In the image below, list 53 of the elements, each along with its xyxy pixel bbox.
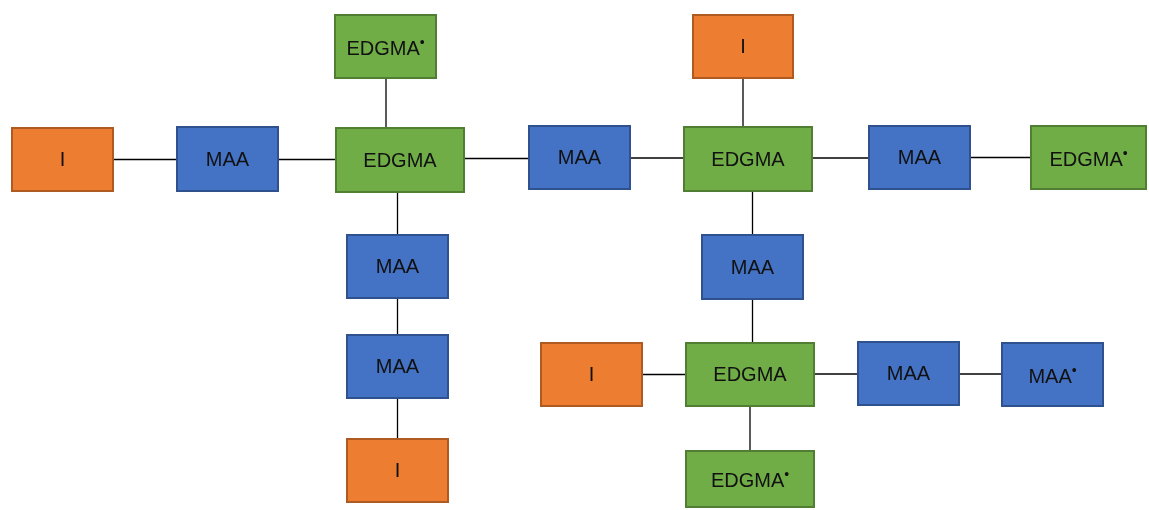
unit-label: I [59,148,66,171]
connector-line [751,191,754,235]
unit-box [701,234,804,300]
connector-line [113,158,177,161]
unit-label: EDGMA [363,148,437,172]
unit-box [334,14,437,79]
unit-label: EDGMA [713,363,787,386]
connector-line [396,298,399,335]
connector-line [742,78,744,127]
unit-box [528,125,631,190]
unit-box [1030,125,1147,190]
unit-box [346,438,449,503]
unit-label: MAA [205,147,250,171]
unit-label: EDGMA$^{•}$ [346,33,425,60]
connector-line [396,398,399,439]
unit-box [11,127,114,192]
unit-label: MAA$^{•}$ [1028,361,1077,388]
unit-label: I [394,459,401,482]
connector-line [814,373,858,375]
connector-line [464,157,529,160]
connector-line [812,157,869,159]
connector-line [630,157,684,159]
unit-box [346,334,449,399]
unit-box [540,342,643,407]
unit-label: MAA [897,146,942,169]
connector-line [642,373,686,376]
unit-box [335,127,465,193]
connector-line [970,156,1031,159]
unit-label: I [740,35,746,58]
unit-label: MAA [557,146,602,169]
connector-line [751,299,754,343]
unit-label: MAA [886,362,931,385]
unit-label: EDGMA [711,147,785,171]
unit-label: EDGMA$^{•}$ [710,466,790,492]
unit-label: EDGMA$^{•}$ [1049,144,1128,171]
unit-box [857,341,960,406]
unit-label: MAA [730,255,775,279]
connector-line [278,158,336,161]
unit-box [176,126,279,192]
unit-label: MAA [375,355,420,378]
unit-box [683,126,813,192]
unit-label: I [588,363,595,386]
unit-box [692,14,794,79]
unit-label: MAA [375,255,420,278]
unit-box [685,450,815,508]
connector-line [749,406,751,451]
connector-line [959,373,1002,375]
connector-line [396,192,399,235]
unit-box [1001,342,1104,407]
unit-box [346,234,449,299]
connector-line [385,78,387,128]
unit-box [685,342,815,407]
unit-box [868,125,971,190]
